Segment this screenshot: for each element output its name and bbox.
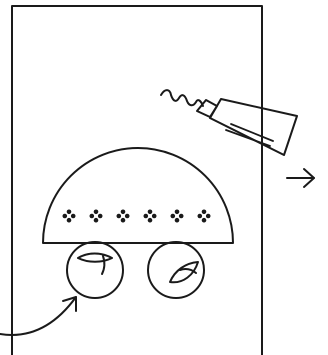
wheel-right <box>147 241 205 299</box>
flower-icon <box>116 209 130 223</box>
flower-row <box>62 209 211 223</box>
half-dome <box>42 147 234 244</box>
page-frame <box>11 5 263 355</box>
right-arrow-icon <box>286 168 315 188</box>
flower-icon <box>170 209 184 223</box>
flower-icon <box>143 209 157 223</box>
flower-icon <box>197 209 211 223</box>
flower-icon <box>62 209 76 223</box>
wheel-left <box>66 241 124 299</box>
flower-icon <box>89 209 103 223</box>
glue-tube <box>160 89 298 156</box>
curved-arrow-icon <box>0 296 77 336</box>
